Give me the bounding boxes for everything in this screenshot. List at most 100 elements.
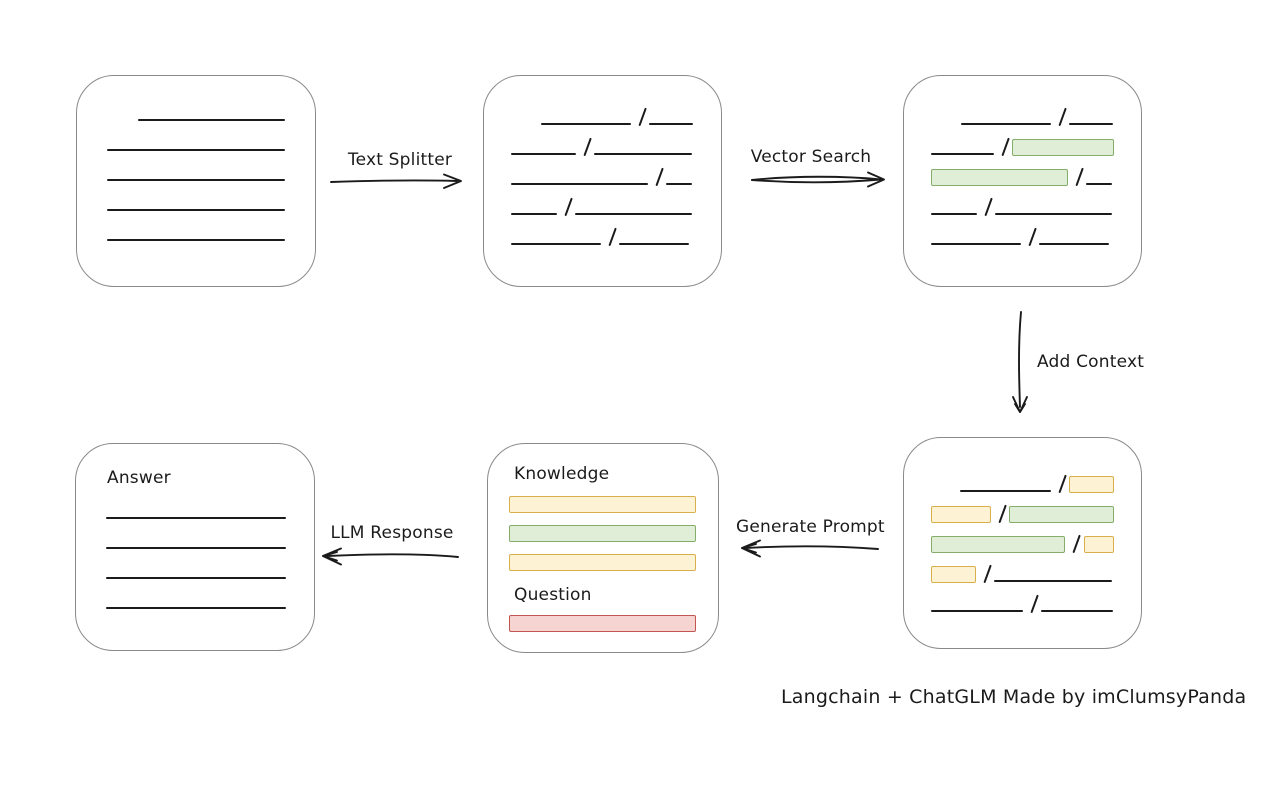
chunk-row	[931, 553, 1114, 584]
text-line	[931, 243, 1021, 245]
question-bars	[509, 615, 698, 632]
text-line	[511, 183, 648, 185]
chunk-row	[107, 152, 285, 182]
prompt-box: Knowledge Question	[487, 443, 719, 653]
source-document-lines	[77, 76, 315, 242]
text-line	[107, 149, 285, 151]
text-line	[106, 577, 286, 579]
chunk-row	[931, 463, 1114, 494]
indent-spacer	[931, 492, 960, 493]
text-line	[107, 209, 285, 211]
slash-separator	[983, 564, 992, 584]
slash-separator	[1058, 107, 1067, 127]
llm-response-arrow	[322, 547, 459, 566]
text-line	[1069, 123, 1114, 125]
text-line	[541, 123, 631, 125]
text-splitter-label: Text Splitter	[347, 150, 453, 170]
vector-search-arrow	[751, 171, 885, 188]
vector-search-label: Vector Search	[750, 147, 872, 167]
chunk-row	[107, 182, 285, 212]
slash-separator	[1058, 474, 1067, 494]
slash-separator	[1028, 227, 1037, 247]
yellow-chunk	[931, 566, 976, 583]
yellow-chunk	[1083, 536, 1114, 553]
text-line	[995, 213, 1113, 215]
text-line	[649, 123, 694, 125]
indent-spacer	[511, 125, 541, 126]
chunk-row	[107, 122, 285, 152]
green-chunk	[1008, 506, 1114, 523]
chunk-row	[511, 96, 694, 127]
answer-box: Answer	[75, 443, 315, 651]
chunk-row	[931, 583, 1114, 614]
text-line	[931, 610, 1023, 612]
text-line	[960, 490, 1051, 492]
slash-separator	[583, 137, 592, 157]
text-line	[511, 213, 557, 215]
llm-response-label: LLM Response	[330, 523, 454, 543]
text-line	[931, 213, 977, 215]
answer-lines	[76, 488, 314, 610]
yellow-bar	[509, 496, 696, 513]
slash-separator	[1030, 594, 1039, 614]
slash-separator	[984, 197, 993, 217]
add-context-label: Add Context	[1037, 352, 1145, 372]
chunk-row	[106, 490, 314, 520]
chunk-row	[511, 216, 694, 247]
slash-separator	[1075, 167, 1084, 187]
text-line	[511, 153, 576, 155]
text-line	[1041, 610, 1114, 612]
chunk-row	[106, 580, 314, 610]
green-bar	[509, 525, 696, 542]
chunk-row	[511, 126, 694, 157]
chunk-row	[931, 186, 1114, 217]
answer-label: Answer	[107, 468, 171, 488]
context-chunks-box	[903, 437, 1142, 649]
text-line	[931, 153, 994, 155]
text-splitter-arrow	[330, 173, 462, 189]
text-line	[137, 119, 285, 121]
text-line	[106, 517, 286, 519]
text-line	[594, 153, 693, 155]
split-chunks-box	[483, 75, 722, 287]
chunk-row	[931, 126, 1114, 157]
split-chunks-rows	[484, 76, 721, 247]
generate-prompt-label: Generate Prompt	[736, 517, 885, 537]
yellow-chunk	[931, 506, 991, 523]
text-line	[1086, 183, 1113, 185]
slash-separator	[638, 107, 647, 127]
chunk-row	[511, 186, 694, 217]
context-chunks-rows	[904, 438, 1141, 614]
slash-separator	[655, 167, 664, 187]
chunk-row	[931, 523, 1114, 554]
knowledge-label: Knowledge	[514, 464, 610, 484]
slash-separator	[1001, 137, 1010, 157]
text-line	[107, 179, 285, 181]
chunk-row	[107, 212, 285, 242]
chunk-row	[931, 156, 1114, 187]
green-chunk	[931, 169, 1068, 186]
yellow-bar	[509, 554, 696, 571]
chunk-row	[106, 550, 314, 580]
question-label: Question	[514, 585, 592, 605]
chunk-row	[511, 156, 694, 187]
add-context-arrow	[1012, 311, 1028, 413]
slash-separator	[608, 227, 617, 247]
chunk-row	[931, 216, 1114, 247]
text-line	[1039, 243, 1110, 245]
text-line	[575, 213, 693, 215]
chunk-row	[107, 92, 285, 122]
slash-separator	[564, 197, 573, 217]
indent-spacer	[931, 125, 961, 126]
text-line	[666, 183, 693, 185]
text-line	[511, 243, 601, 245]
diagram-caption: Langchain + ChatGLM Made by imClumsyPand…	[781, 686, 1247, 708]
vector-matches-box	[903, 75, 1142, 287]
chunk-row	[931, 493, 1114, 524]
vector-matches-rows	[904, 76, 1141, 247]
knowledge-bars	[509, 496, 698, 571]
chunk-row	[931, 96, 1114, 127]
red-bar	[509, 615, 696, 632]
text-line	[106, 607, 286, 609]
